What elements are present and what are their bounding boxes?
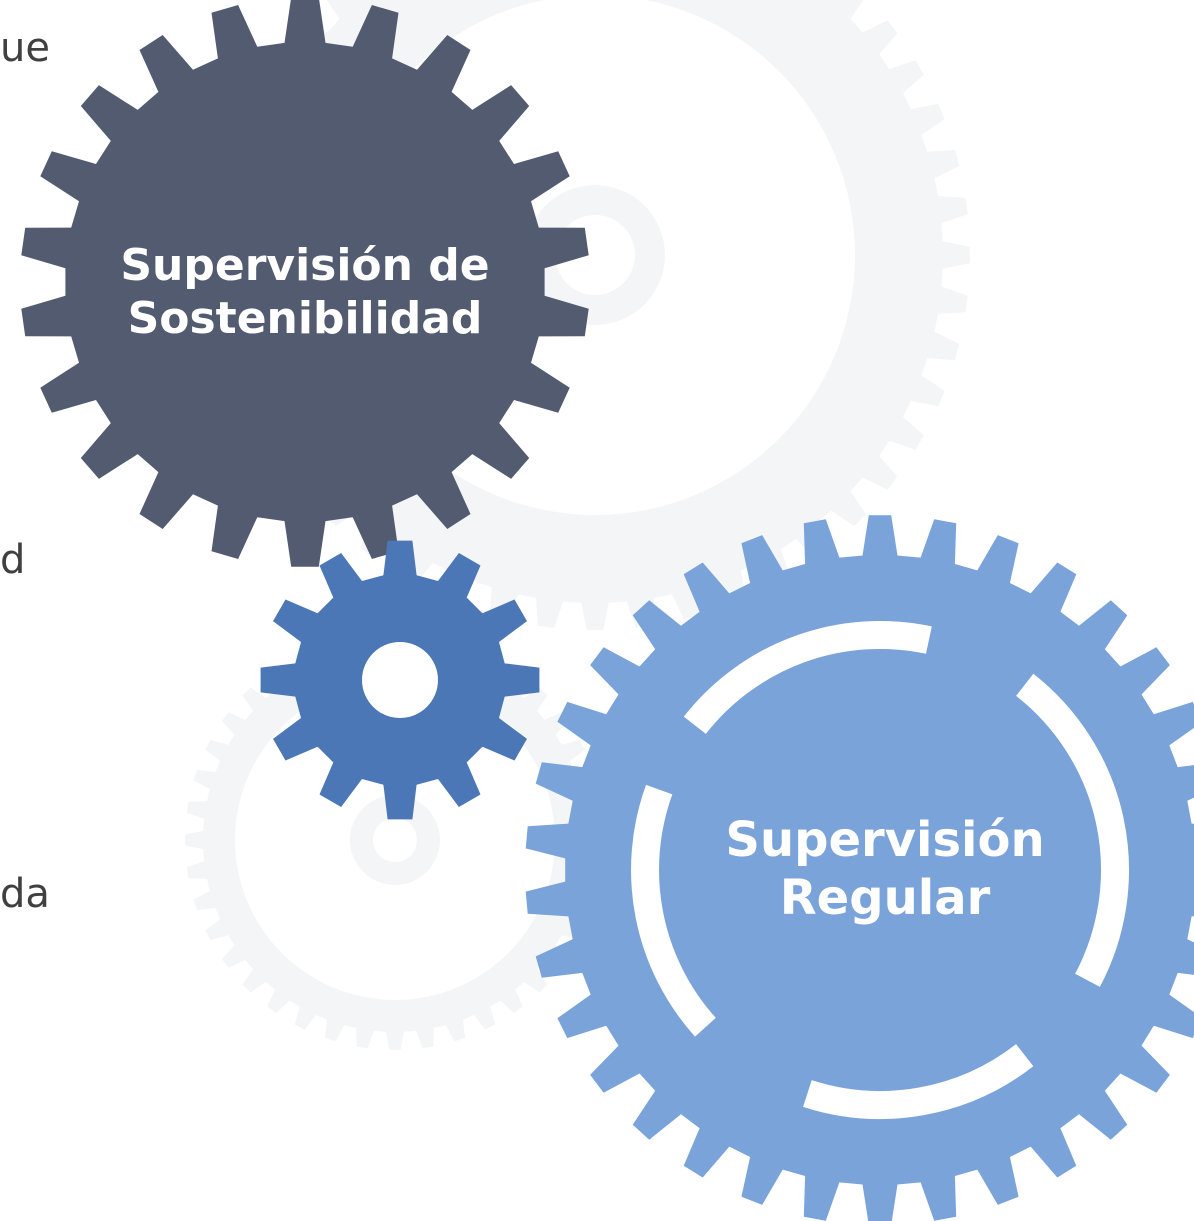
- text-fragment-middle: d: [0, 537, 26, 583]
- regular-label-line2: Regular: [779, 869, 991, 926]
- regular-gear-arc: [1016, 673, 1130, 987]
- regular-gear-arc: [803, 1044, 1034, 1119]
- regular-gear: [525, 515, 1194, 1221]
- sustainability-gear-label: Supervisión de Sostenibilidad: [95, 240, 515, 346]
- sustainability-gear: [21, 0, 589, 567]
- regular-gear-arc: [683, 620, 932, 735]
- sustainability-label-line1: Supervisión de: [120, 240, 490, 291]
- text-fragment-top: ue: [0, 25, 50, 71]
- sustainability-label-line2: Sostenibilidad: [127, 292, 483, 344]
- regular-gear-label: Supervisión Regular: [680, 812, 1090, 927]
- background-gear-small: [185, 630, 605, 1050]
- regular-gear-arc: [631, 784, 716, 1037]
- connector-gear: [260, 540, 540, 820]
- regular-label-line1: Supervisión: [725, 812, 1045, 868]
- text-fragment-bottom: da: [0, 871, 50, 917]
